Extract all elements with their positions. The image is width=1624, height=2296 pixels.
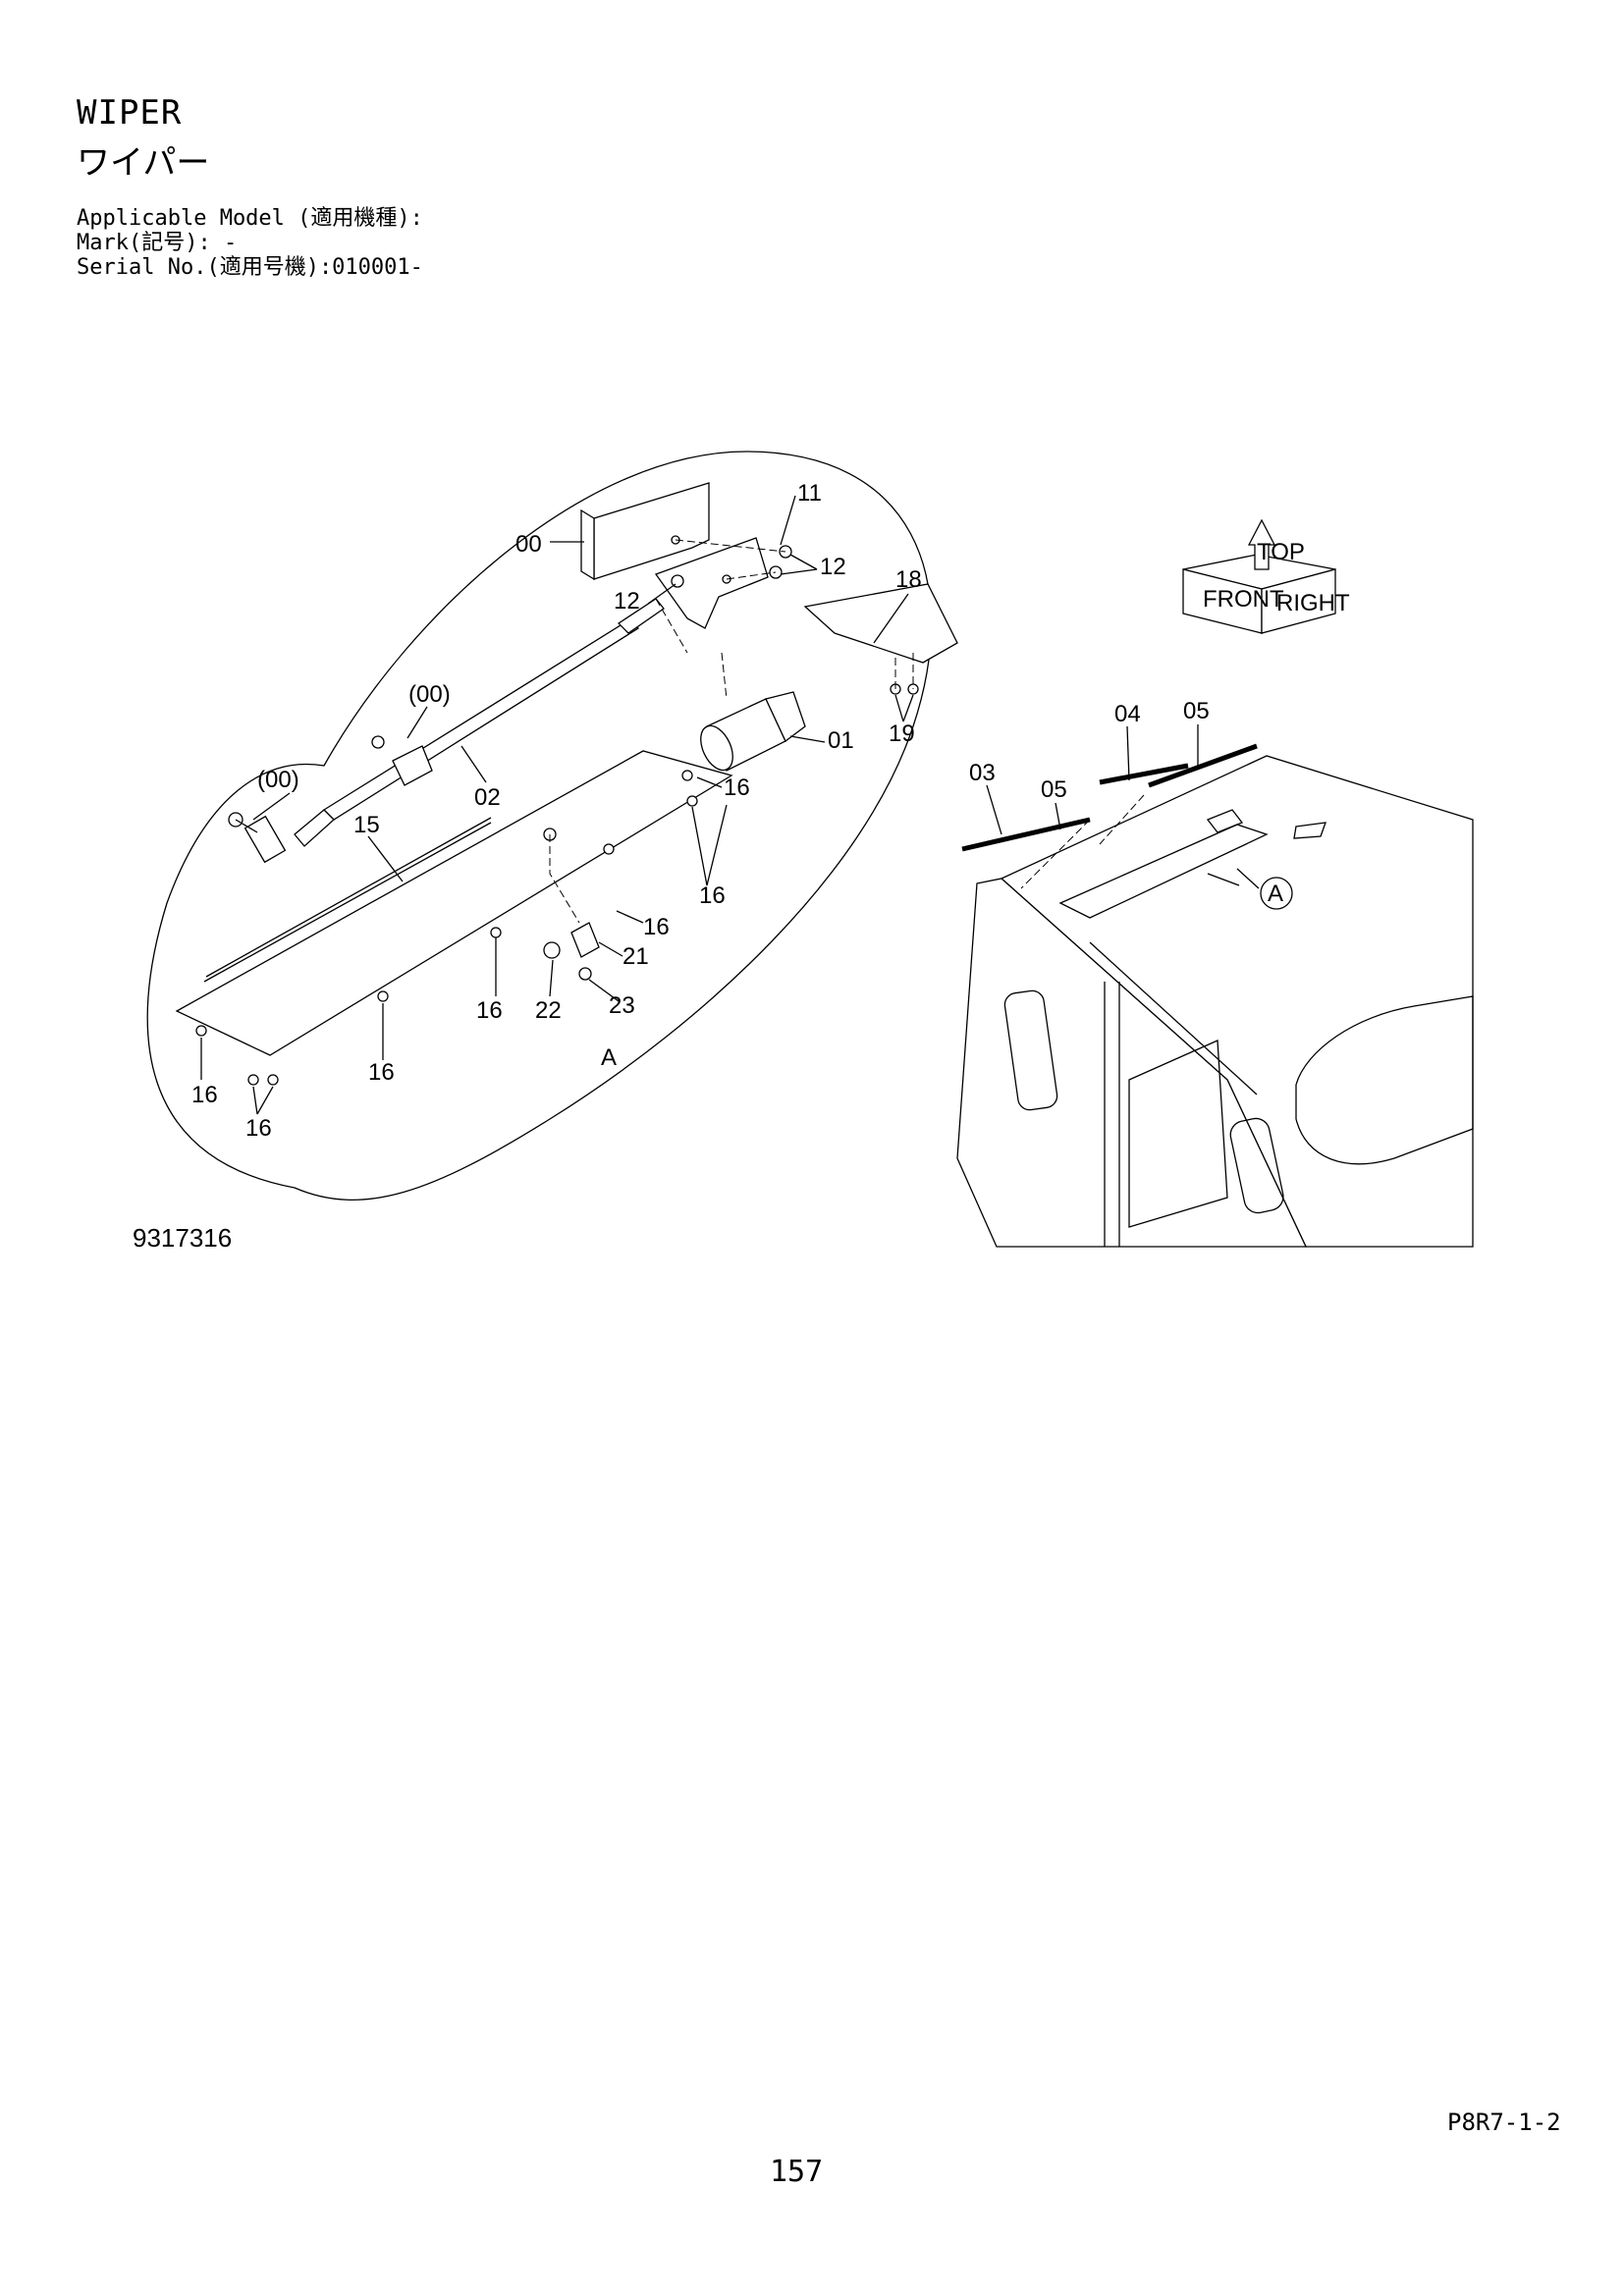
- hardware-21-22-23: [543, 834, 600, 981]
- bolts-11-12: [671, 539, 792, 588]
- mark-line: Mark(記号): -: [77, 231, 238, 255]
- callout-12-left: 12: [614, 588, 640, 614]
- callout-11: 11: [797, 480, 822, 507]
- figure-number: 9317316: [133, 1223, 233, 1253]
- callout-16-e: 16: [368, 1059, 395, 1086]
- callout-05-upper: 05: [1183, 698, 1210, 724]
- callout-05-lower: 05: [1041, 776, 1067, 803]
- cab-wiper-blades: [961, 743, 1326, 919]
- callout-02: 02: [474, 784, 501, 811]
- callout-16-a: 16: [724, 774, 750, 801]
- callout-12-right: 12: [820, 554, 846, 580]
- page-title: WIPER: [77, 93, 183, 133]
- svg-text:TOP: TOP: [1257, 539, 1305, 565]
- callout-22: 22: [535, 997, 562, 1024]
- wiper-exploded-diagram: FRONT RIGHT TOP 11 00 12 12 18 (00) 01 1…: [146, 451, 1474, 1248]
- svg-text:FRONT: FRONT: [1203, 586, 1284, 613]
- page-title-japanese: ワイパー: [77, 143, 210, 183]
- leader-lines: [200, 495, 1260, 1115]
- callout-18: 18: [895, 566, 922, 593]
- callout-19: 19: [889, 721, 915, 747]
- cover-panel: [175, 750, 733, 1086]
- wiper-motor: [700, 652, 806, 772]
- detail-a-outline: [146, 451, 933, 1201]
- page-code: P8R7-1-2: [1447, 2109, 1561, 2136]
- applicable-model-line: Applicable Model (適用機種):: [77, 206, 423, 231]
- callout-00-lower: (00): [257, 767, 299, 793]
- svg-text:RIGHT: RIGHT: [1276, 590, 1350, 616]
- pivot-assembly-left: [228, 812, 287, 864]
- linkage-rod: [294, 598, 688, 847]
- callout-A-cab: A: [1268, 881, 1283, 907]
- callout-21: 21: [623, 943, 649, 970]
- callout-01: 01: [828, 727, 854, 754]
- callout-00: 00: [515, 531, 542, 558]
- cover-plate-18: [803, 583, 958, 695]
- callout-A-detail: A: [601, 1044, 617, 1071]
- callout-16-d: 16: [476, 997, 503, 1024]
- orientation-cube-icon: FRONT RIGHT TOP: [1182, 518, 1350, 634]
- callout-16-c: 16: [643, 914, 670, 940]
- serial-number-line: Serial No.(適用号機):010001-: [77, 255, 423, 280]
- callout-15: 15: [353, 812, 380, 838]
- callout-labels: 11 00 12 12 18 (00) 01 19 (00) 02 16 15 …: [191, 480, 1283, 1142]
- callout-16-g: 16: [245, 1115, 272, 1142]
- callout-16-f: 16: [191, 1082, 218, 1108]
- callout-03: 03: [969, 760, 996, 786]
- cab-body: [956, 755, 1474, 1248]
- callout-00-upper: (00): [408, 681, 451, 708]
- page-number: 157: [770, 2155, 824, 2189]
- callout-16-b: 16: [699, 882, 726, 909]
- motor-bracket: [580, 482, 769, 629]
- callout-04: 04: [1114, 701, 1141, 727]
